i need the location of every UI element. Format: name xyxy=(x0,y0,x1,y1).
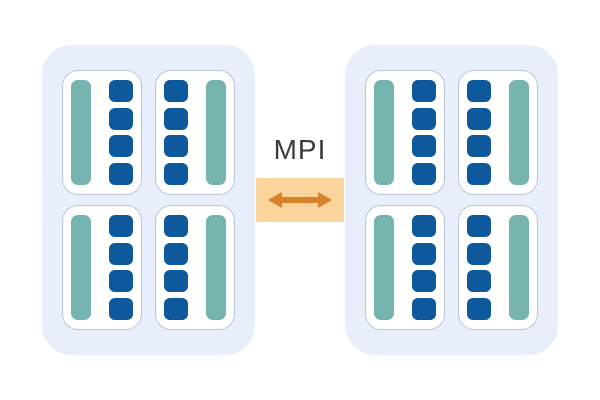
core-square xyxy=(467,270,491,293)
core-square xyxy=(412,270,436,293)
memory-bar xyxy=(71,80,91,185)
memory-bar xyxy=(206,215,226,320)
socket-card xyxy=(155,70,235,195)
core-square xyxy=(164,242,188,265)
core-square xyxy=(412,297,436,320)
core-square xyxy=(164,162,188,185)
socket-card xyxy=(62,70,142,195)
core-square xyxy=(412,215,436,237)
core-square xyxy=(109,270,133,293)
core-square xyxy=(467,297,491,320)
core-column xyxy=(412,215,436,320)
core-column xyxy=(412,80,436,185)
core-square xyxy=(467,80,491,102)
core-square xyxy=(109,162,133,185)
core-square xyxy=(467,135,491,158)
core-square xyxy=(412,162,436,185)
socket-card xyxy=(365,205,445,330)
memory-bar xyxy=(374,215,394,320)
double-arrow-icon xyxy=(268,192,332,208)
core-square xyxy=(412,135,436,158)
core-square xyxy=(467,242,491,265)
core-column xyxy=(164,215,188,320)
core-column xyxy=(467,215,491,320)
core-square xyxy=(467,107,491,130)
core-square xyxy=(412,242,436,265)
memory-bar xyxy=(206,80,226,185)
core-square xyxy=(109,135,133,158)
core-square xyxy=(467,162,491,185)
core-square xyxy=(109,80,133,102)
memory-bar xyxy=(509,215,529,320)
memory-bar xyxy=(509,80,529,185)
mpi-label: MPI xyxy=(273,134,327,165)
socket-card xyxy=(458,205,538,330)
core-square xyxy=(164,270,188,293)
core-square xyxy=(164,107,188,130)
core-square xyxy=(109,242,133,265)
core-column xyxy=(109,215,133,320)
core-square xyxy=(164,297,188,320)
socket-card xyxy=(155,205,235,330)
socket-card xyxy=(62,205,142,330)
core-square xyxy=(164,135,188,158)
socket-card xyxy=(458,70,538,195)
core-square xyxy=(109,107,133,130)
core-column xyxy=(164,80,188,185)
memory-bar xyxy=(374,80,394,185)
compute-node-left xyxy=(42,45,255,355)
core-column xyxy=(109,80,133,185)
core-square xyxy=(467,215,491,237)
core-square xyxy=(109,297,133,320)
core-square xyxy=(109,215,133,237)
core-square xyxy=(412,80,436,102)
core-square xyxy=(164,215,188,237)
core-square xyxy=(412,107,436,130)
mpi-band xyxy=(256,178,344,222)
core-square xyxy=(164,80,188,102)
socket-card xyxy=(365,70,445,195)
memory-bar xyxy=(71,215,91,320)
compute-node-right xyxy=(345,45,558,355)
core-column xyxy=(467,80,491,185)
